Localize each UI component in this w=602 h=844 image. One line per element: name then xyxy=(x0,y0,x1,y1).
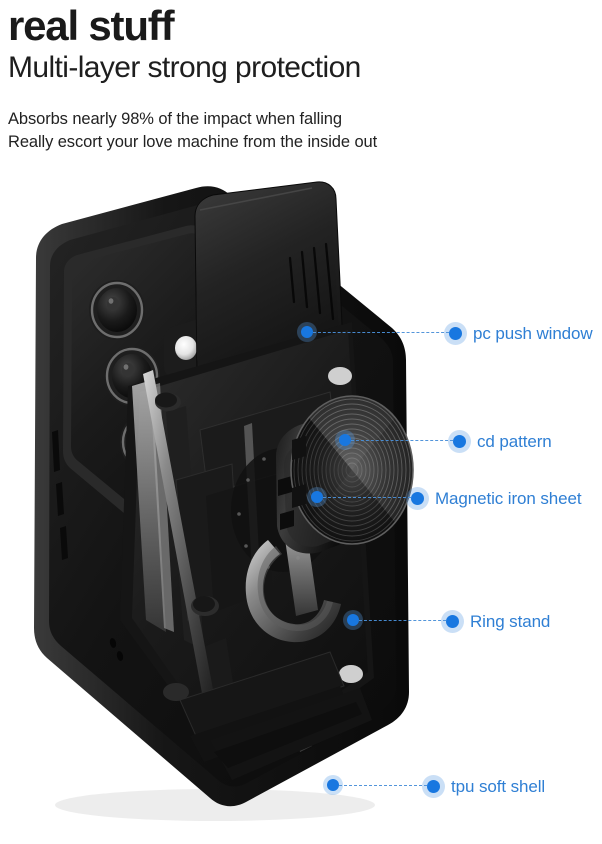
callout-origin-magnetic-iron-sheet xyxy=(311,491,323,503)
callout-pc-push-window[interactable]: pc push window xyxy=(449,325,593,342)
callout-dot-magnetic-iron-sheet xyxy=(411,492,424,505)
camera-lens-1 xyxy=(89,280,145,340)
callout-dot-cd-pattern xyxy=(453,435,466,448)
page-subtitle: Multi-layer strong protection xyxy=(8,51,361,85)
callout-line-magnetic-iron-sheet xyxy=(323,497,411,498)
callout-label-tpu-soft-shell: tpu soft shell xyxy=(451,777,546,796)
cd-pattern-disc xyxy=(290,395,414,545)
callout-origin-tpu-soft-shell xyxy=(327,779,339,791)
description-line-2: Really escort your love machine from the… xyxy=(8,133,378,152)
description-block: Absorbs nearly 98% of the impact when fa… xyxy=(8,108,602,155)
callout-ring-stand[interactable]: Ring stand xyxy=(446,613,550,630)
callout-dot-ring-stand xyxy=(446,615,459,628)
description-line-1: Absorbs nearly 98% of the impact when fa… xyxy=(8,109,342,128)
slider-grip-lines xyxy=(288,242,335,321)
kickstand-foot xyxy=(210,688,372,780)
callout-line-tpu-soft-shell xyxy=(339,785,427,786)
magnetic-ring-mount[interactable] xyxy=(276,395,414,554)
callout-line-cd-pattern xyxy=(351,440,453,441)
callout-origin-cd-pattern xyxy=(339,434,351,446)
speaker-holes xyxy=(109,638,124,661)
kickstand-arm xyxy=(143,370,215,704)
callout-label-magnetic-iron-sheet: Magnetic iron sheet xyxy=(435,489,582,508)
callout-dot-pc-push-window xyxy=(449,327,462,340)
callout-label-ring-stand: Ring stand xyxy=(470,612,551,631)
header-block: real stuff Multi-layer strong protection… xyxy=(0,0,602,155)
armor-screws xyxy=(155,367,363,701)
callout-label-cd-pattern: cd pattern xyxy=(477,432,552,451)
callout-origin-ring-stand xyxy=(347,614,359,626)
callout-magnetic-iron-sheet[interactable]: Magnetic iron sheet xyxy=(411,489,582,508)
callout-line-ring-stand xyxy=(359,620,446,621)
side-buttons xyxy=(52,430,68,560)
callout-label-pc-push-window: pc push window xyxy=(473,324,593,343)
callout-line-pc-push-window xyxy=(313,332,449,333)
callout-dot-tpu-soft-shell xyxy=(427,780,440,793)
callout-tpu-soft-shell[interactable]: tpu soft shell xyxy=(427,778,545,795)
callout-cd-pattern[interactable]: cd pattern xyxy=(453,433,552,450)
page-title: real stuff xyxy=(8,2,175,49)
phone-case-illustration xyxy=(34,181,414,821)
product-image-stage xyxy=(0,180,602,844)
callout-origin-pc-push-window xyxy=(301,326,313,338)
